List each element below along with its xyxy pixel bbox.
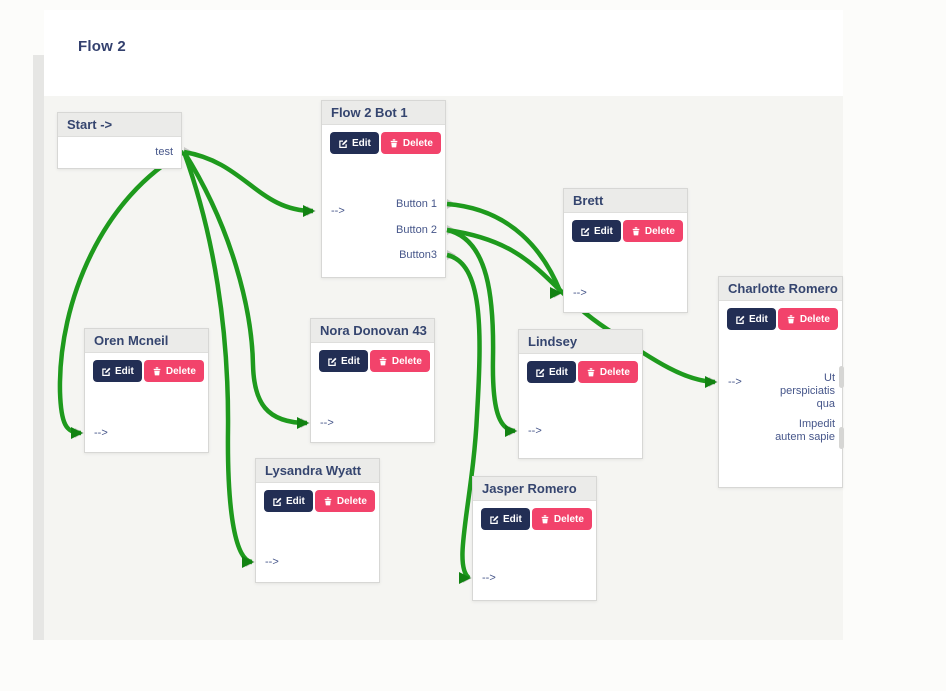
- output-label[interactable]: Button 2: [396, 224, 437, 236]
- output-label[interactable]: Button 1: [396, 198, 437, 210]
- node-title: Oren Mcneil: [85, 329, 208, 353]
- pencil-icon: [272, 496, 282, 506]
- edit-button-label: Edit: [352, 137, 371, 149]
- node-title: Start ->: [58, 113, 181, 137]
- trash-icon: [586, 367, 596, 377]
- delete-button-label: Delete: [391, 355, 422, 367]
- input-anchor-label: -->: [482, 572, 496, 584]
- delete-button-label: Delete: [402, 137, 433, 149]
- delete-button-label: Delete: [336, 495, 367, 507]
- input-anchor-label: -->: [331, 205, 345, 217]
- page-title: Flow 2: [78, 38, 126, 55]
- node-actions: Edit Delete: [481, 508, 592, 530]
- output-port-icon[interactable]: [839, 366, 844, 388]
- delete-button[interactable]: Delete: [622, 220, 683, 242]
- delete-button[interactable]: Delete: [314, 490, 375, 512]
- edit-button-label: Edit: [115, 365, 134, 377]
- delete-button-label: Delete: [644, 225, 675, 237]
- node-nora[interactable]: Nora Donovan 43 Edit Delete -->: [310, 318, 435, 443]
- trash-icon: [389, 138, 399, 148]
- pencil-icon: [580, 226, 590, 236]
- input-anchor-label: -->: [265, 556, 279, 568]
- node-title: Flow 2 Bot 1: [322, 101, 445, 125]
- edit-button[interactable]: Edit: [319, 350, 368, 372]
- node-title: Lindsey: [519, 330, 642, 354]
- node-actions: Edit Delete: [527, 361, 638, 383]
- delete-button[interactable]: Delete: [369, 350, 430, 372]
- edit-button-label: Edit: [341, 355, 360, 367]
- edit-button[interactable]: Edit: [727, 308, 776, 330]
- delete-button[interactable]: Delete: [143, 360, 204, 382]
- input-anchor-label: -->: [573, 287, 587, 299]
- edit-button-label: Edit: [749, 313, 768, 325]
- input-anchor-label: -->: [528, 425, 542, 437]
- trash-icon: [323, 496, 333, 506]
- node-title: Jasper Romero: [473, 477, 596, 501]
- node-actions: Edit Delete: [330, 132, 441, 154]
- left-edge-strip: [33, 55, 44, 640]
- edit-button[interactable]: Edit: [527, 361, 576, 383]
- node-actions: Edit Delete: [727, 308, 838, 330]
- node-bot1[interactable]: Flow 2 Bot 1 Edit Delete --> Button 1 Button …: [321, 100, 446, 278]
- trash-icon: [540, 514, 550, 524]
- pencil-icon: [735, 314, 745, 324]
- pencil-icon: [338, 138, 348, 148]
- node-actions: Edit Delete: [572, 220, 683, 242]
- trash-icon: [378, 356, 388, 366]
- node-start[interactable]: Start -> test: [57, 112, 182, 169]
- input-anchor-label: -->: [728, 376, 742, 388]
- edit-button-label: Edit: [549, 366, 568, 378]
- node-title: Brett: [564, 189, 687, 213]
- node-actions: Edit Delete: [264, 490, 375, 512]
- delete-button-label: Delete: [553, 513, 584, 525]
- delete-button[interactable]: Delete: [531, 508, 592, 530]
- flow-header-card: Flow 2: [44, 10, 843, 96]
- node-actions: Edit Delete: [93, 360, 204, 382]
- pencil-icon: [535, 367, 545, 377]
- pencil-icon: [327, 356, 337, 366]
- node-title: Charlotte Romero: [719, 277, 842, 301]
- input-anchor-label: -->: [320, 417, 334, 429]
- pencil-icon: [101, 366, 111, 376]
- node-actions: Edit Delete: [319, 350, 430, 372]
- edit-button[interactable]: Edit: [330, 132, 379, 154]
- delete-button-label: Delete: [599, 366, 630, 378]
- edit-button-label: Edit: [594, 225, 613, 237]
- input-anchor-label: -->: [94, 427, 108, 439]
- delete-button[interactable]: Delete: [577, 361, 638, 383]
- node-title: Lysandra Wyatt: [256, 459, 379, 483]
- node-title: Nora Donovan 43: [311, 319, 434, 343]
- delete-button-label: Delete: [799, 313, 830, 325]
- edit-button-label: Edit: [503, 513, 522, 525]
- trash-icon: [786, 314, 796, 324]
- trash-icon: [631, 226, 641, 236]
- edit-button[interactable]: Edit: [264, 490, 313, 512]
- edit-button[interactable]: Edit: [572, 220, 621, 242]
- output-port-icon[interactable]: [839, 427, 844, 449]
- edit-button[interactable]: Edit: [481, 508, 530, 530]
- edit-button-label: Edit: [286, 495, 305, 507]
- edit-button[interactable]: Edit: [93, 360, 142, 382]
- trash-icon: [152, 366, 162, 376]
- pencil-icon: [489, 514, 499, 524]
- delete-button-label: Delete: [165, 365, 196, 377]
- delete-button[interactable]: Delete: [777, 308, 838, 330]
- output-label[interactable]: test: [155, 146, 173, 158]
- output-label[interactable]: Button3: [399, 249, 437, 261]
- delete-button[interactable]: Delete: [380, 132, 441, 154]
